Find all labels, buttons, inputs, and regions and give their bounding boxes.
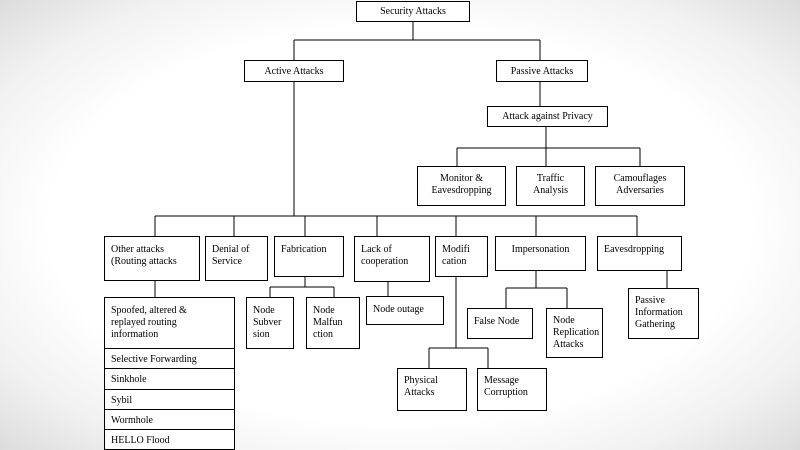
node-modification: Modifi cation (435, 236, 488, 277)
node-node-malfunction: Node Malfun ction (306, 297, 360, 349)
node-lack-of-cooperation: Lack of cooperation (354, 236, 430, 282)
node-physical-attacks: Physical Attacks (397, 368, 467, 411)
node-eavesdropping: Eavesdropping (597, 236, 682, 271)
node-sybil: Sybil (104, 389, 235, 410)
node-security-attacks: Security Attacks (356, 1, 470, 22)
node-denial-of-service: Denial of Service (205, 236, 268, 281)
node-camouflages-adversaries: Camouflages Adversaries (595, 166, 685, 206)
node-monitor-eavesdropping: Monitor & Eavesdropping (417, 166, 506, 206)
node-active-attacks: Active Attacks (244, 60, 344, 82)
node-passive-information-gathering: Passive Information Gathering (628, 288, 699, 339)
node-attack-against-privacy: Attack against Privacy (487, 106, 608, 127)
node-fabrication: Fabrication (274, 236, 344, 277)
node-impersonation: Impersonation (495, 236, 586, 271)
node-false-node: False Node (467, 308, 533, 339)
node-traffic-analysis: Traffic Analysis (516, 166, 585, 206)
node-passive-attacks: Passive Attacks (496, 60, 588, 82)
node-spoofed-routing-info: Spoofed, altered & replayed routing info… (104, 297, 235, 349)
node-wormhole: Wormhole (104, 409, 235, 430)
node-other-attacks: Other attacks (Routing attacks (104, 236, 200, 281)
node-node-subversion: Node Subver sion (246, 297, 294, 349)
node-hello-flood: HELLO Flood (104, 429, 235, 450)
node-node-replication-attacks: Node Replication Attacks (546, 308, 603, 358)
node-node-outage: Node outage (366, 296, 444, 325)
node-sinkhole: Sinkhole (104, 368, 235, 390)
node-selective-forwarding: Selective Forwarding (104, 348, 235, 369)
node-message-corruption: Message Corruption (477, 368, 547, 411)
